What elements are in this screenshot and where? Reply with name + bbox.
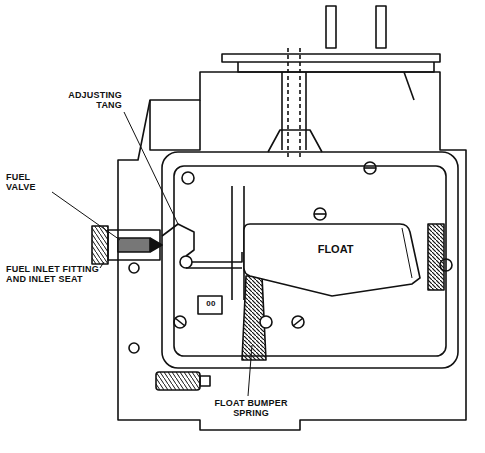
screw: [182, 172, 194, 184]
part-label: FLOAT BUMPER SPRING: [196, 398, 306, 419]
part-label: FUEL VALVE: [6, 172, 50, 193]
bowl-outline: [162, 152, 458, 368]
pump-spring: [428, 224, 444, 290]
flange-plate: [222, 54, 440, 62]
leader-line: [52, 192, 120, 240]
leader-line: [100, 262, 104, 268]
float-seam: [402, 228, 412, 278]
leader-line: [124, 112, 178, 224]
screw: [174, 316, 186, 328]
vent-line: [404, 72, 414, 100]
jet-stamp: 00: [201, 299, 221, 308]
carburetor-body: [118, 72, 466, 430]
screw: [129, 343, 139, 353]
screw: [314, 208, 326, 220]
well-wall: [232, 186, 244, 300]
bowl-lug: [268, 130, 322, 152]
float: FLOAT: [242, 222, 422, 298]
main-well: [282, 72, 306, 150]
mount-post: [376, 6, 386, 48]
screw: [129, 263, 139, 273]
fuel-valve-tip: [150, 238, 162, 252]
float-body: [244, 224, 420, 296]
part-label: ADJUSTING TANG: [40, 90, 122, 111]
shaft-hidden: [288, 48, 300, 160]
bowl-cavity: [174, 166, 446, 356]
screw: [260, 316, 272, 328]
screw: [364, 162, 376, 174]
inlet-fitting-nut: [92, 226, 108, 264]
leader-line: [248, 345, 252, 396]
adjusting-tang: [162, 224, 194, 256]
jet-block: [198, 296, 222, 314]
float-outline: [242, 222, 422, 298]
float-arm: [186, 252, 242, 268]
body-boss: [150, 100, 200, 150]
idle-screw-tip: [200, 376, 210, 386]
float-label: FLOAT: [318, 243, 354, 255]
flange-plate: [238, 62, 434, 72]
float-pivot: [180, 256, 192, 268]
screw: [292, 316, 304, 328]
idle-screw: [156, 372, 200, 390]
mount-post: [326, 6, 336, 48]
part-label: FUEL INLET FITTING AND INLET SEAT: [6, 264, 102, 285]
fuel-valve: [118, 238, 150, 252]
